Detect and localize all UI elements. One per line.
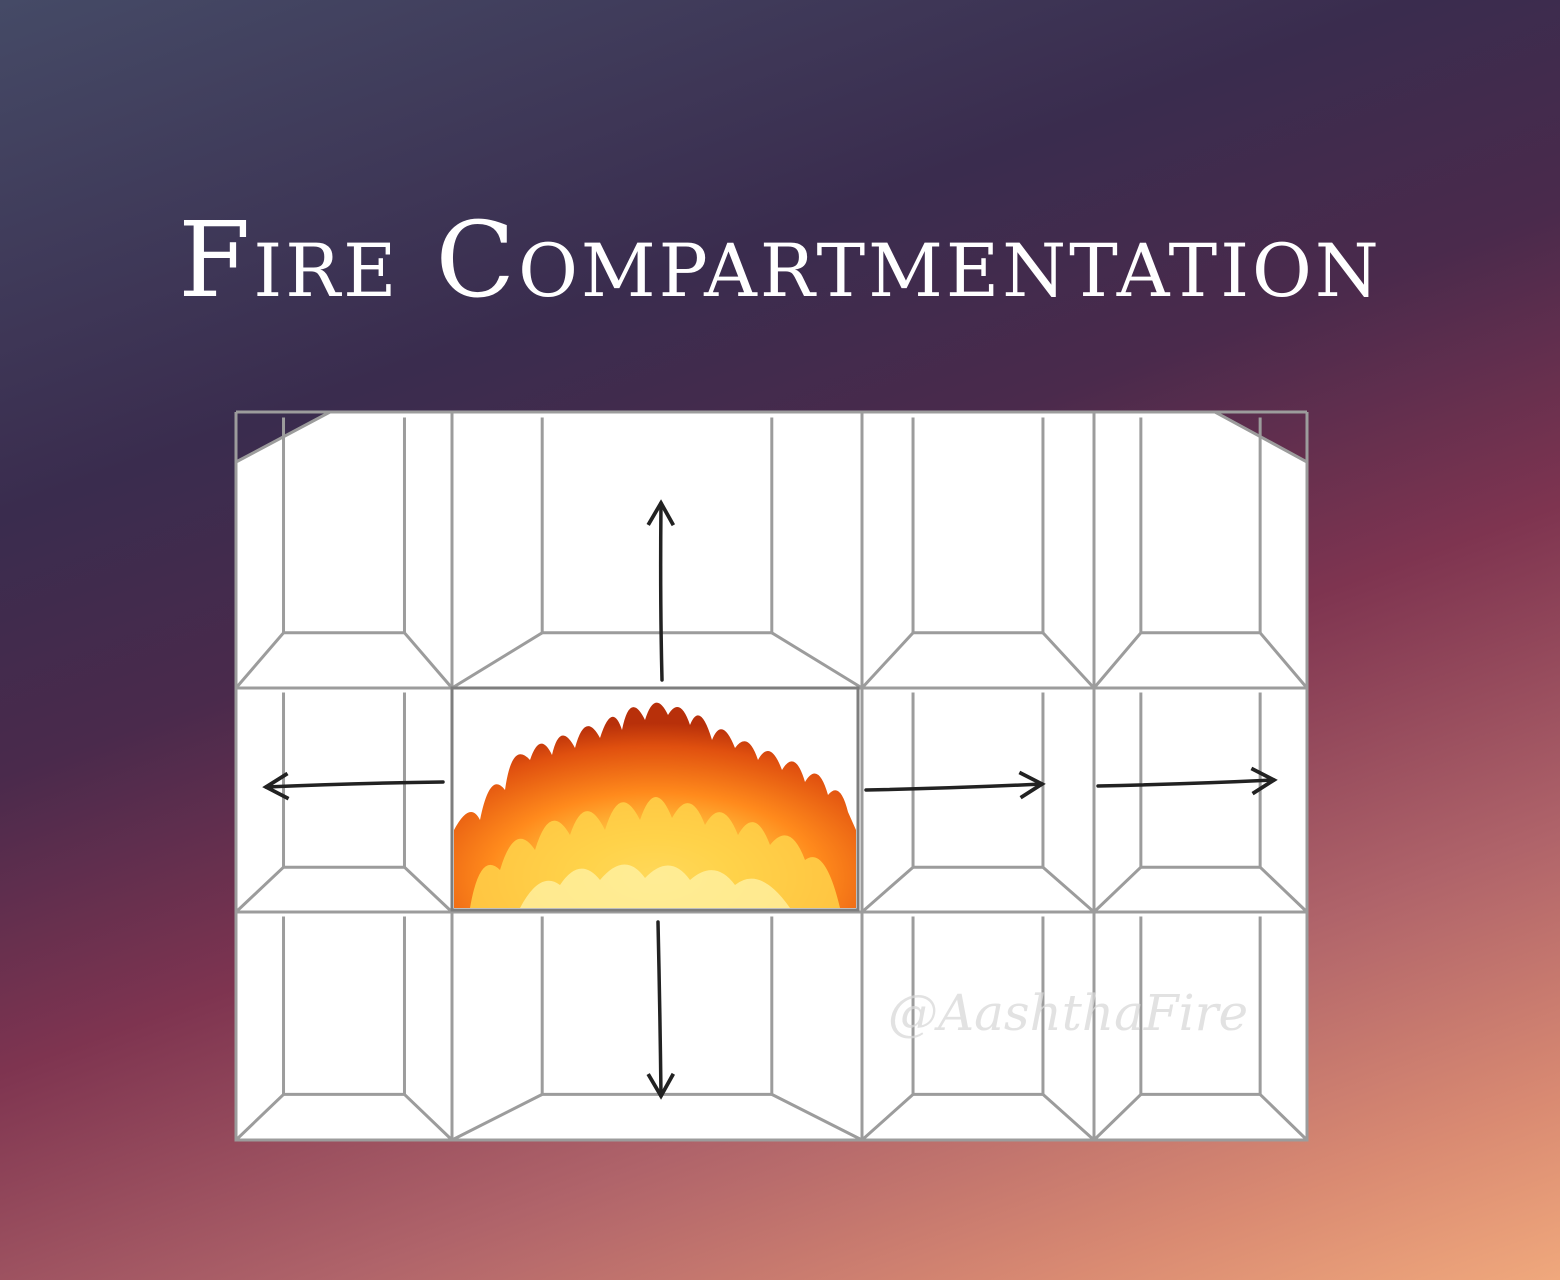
page-title: Fire Compartmentation xyxy=(178,199,1382,321)
cell-r2-c1-floor-left xyxy=(234,866,285,914)
cell-r1-c3-floor-right xyxy=(1041,631,1096,690)
cell-r1-c2-floor-left xyxy=(451,631,543,690)
cell-r1-c1-floor-left xyxy=(234,631,285,689)
cell-r3-c2-floor-right xyxy=(771,1093,863,1142)
cell-r1-c4-floor-left xyxy=(1092,631,1143,689)
cell-r3-c3-floor-left xyxy=(861,1093,915,1142)
watermark: @AashthaFire xyxy=(888,984,1248,1042)
cell-r1-c1-floor-right xyxy=(403,631,454,689)
cell-r2-c1-floor-right xyxy=(403,866,454,914)
cell-r3-c4-floor-right xyxy=(1259,1093,1309,1142)
cell-r1-c3-floor-left xyxy=(860,631,915,690)
cell-r1-c4-floor-right xyxy=(1258,631,1309,689)
cell-r3-c3-floor-right xyxy=(1041,1093,1095,1142)
arrow-down xyxy=(646,920,675,1100)
cell-r3-c1-floor-right xyxy=(403,1093,454,1142)
cell-r3-c2-floor-left xyxy=(451,1093,543,1142)
spread-arrows xyxy=(262,499,1278,1100)
arrow-left xyxy=(262,771,445,801)
arrow-right xyxy=(864,770,1046,800)
cell-r2-c3-floor-right xyxy=(1041,866,1095,914)
cell-r3-c1-floor-left xyxy=(234,1093,285,1142)
fire-compartment xyxy=(450,686,860,912)
arrow-up xyxy=(646,499,676,682)
cell-r1-c2-floor-right xyxy=(771,631,863,690)
arrow-right-far xyxy=(1096,766,1278,796)
cell-r2-c4-floor-right xyxy=(1259,866,1309,914)
cell-r2-c4-floor-left xyxy=(1092,866,1142,914)
cell-r3-c4-floor-left xyxy=(1092,1093,1142,1142)
cell-r2-c3-floor-left xyxy=(861,866,915,914)
